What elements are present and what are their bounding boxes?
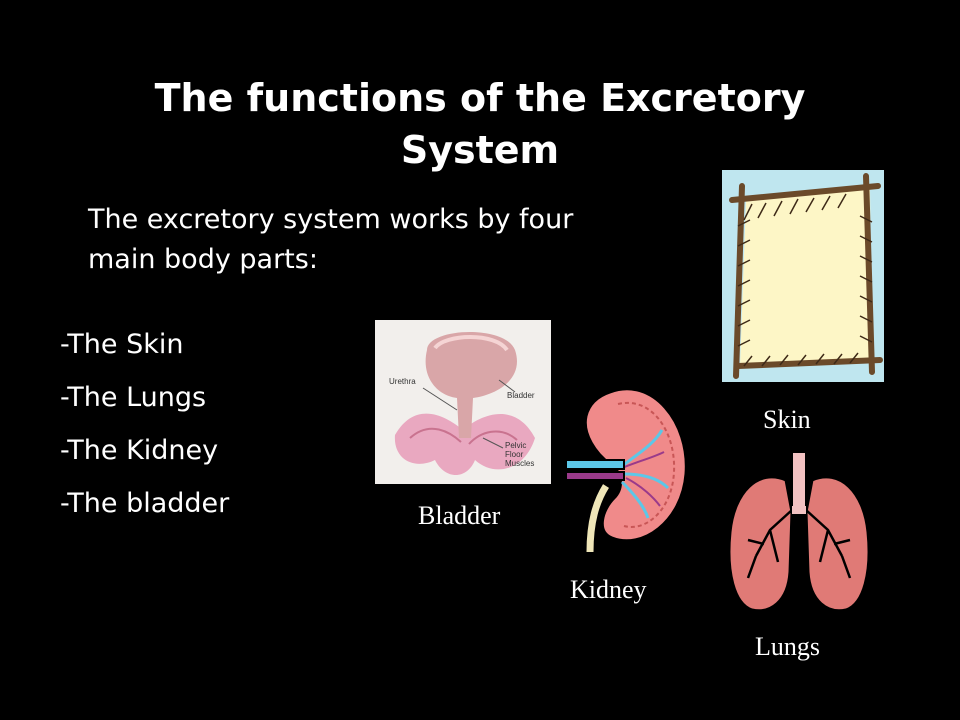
urethra-label: Urethra bbox=[389, 377, 416, 386]
muscles-label: Muscles bbox=[505, 459, 534, 468]
slide-title: The functions of the Excretory System bbox=[154, 76, 806, 172]
bladder-label: Bladder bbox=[507, 391, 535, 400]
intro-text: The excretory system works by four main … bbox=[88, 204, 574, 275]
body-parts-list: -The Skin -The Lungs -The Kidney -The bl… bbox=[60, 318, 390, 530]
list-item: -The bladder bbox=[60, 488, 230, 519]
lungs-caption: Lungs bbox=[755, 632, 820, 661]
list-item: -The Kidney bbox=[60, 435, 219, 466]
lungs-illustration bbox=[708, 452, 890, 613]
kidney-illustration bbox=[565, 387, 688, 553]
floor-label: Floor bbox=[505, 450, 524, 459]
skin-illustration bbox=[722, 170, 884, 382]
list-item: -The Skin bbox=[60, 329, 184, 360]
list-item: -The Lungs bbox=[60, 382, 207, 413]
kidney-caption: Kidney bbox=[570, 575, 647, 604]
pelvic-label: Pelvic bbox=[505, 441, 526, 450]
bladder-caption: Bladder bbox=[418, 501, 501, 530]
skin-caption: Skin bbox=[763, 405, 811, 434]
bladder-illustration: Urethra Bladder Pelvic Floor Muscles bbox=[375, 320, 551, 484]
